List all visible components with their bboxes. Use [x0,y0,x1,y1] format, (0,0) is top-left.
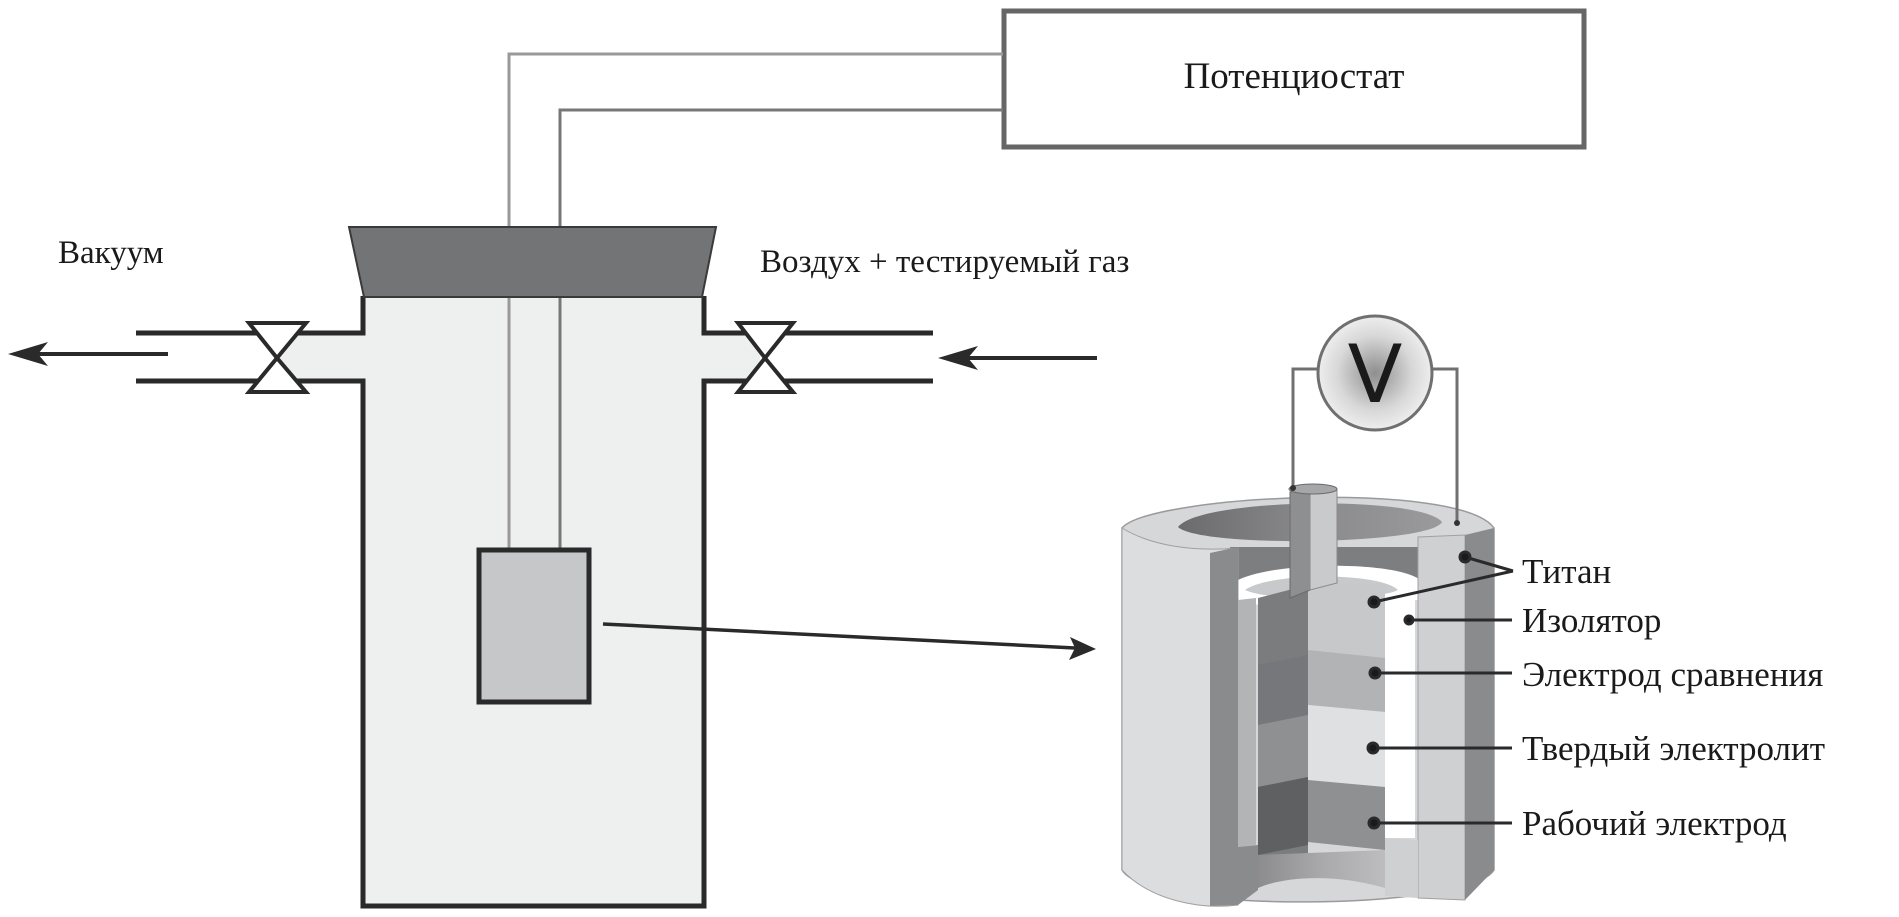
gas-inlet-label: Воздух + тестируемый газ [760,244,1129,280]
potentiostat-label: Потенциостат [1184,56,1405,97]
label-solid-electrolyte: Твердый электролит [1522,729,1825,768]
gas-inlet-arrow [938,346,1097,370]
leader-lines [1366,550,1514,830]
zoom-pointer-arrow [602,622,1096,660]
sensor-cross-section [1121,483,1495,907]
sensor-labels: Титан Изолятор Электрод сравнения Тверды… [1522,552,1825,843]
sensor-sample [476,547,592,705]
working-electrode-layer [1308,780,1385,850]
voltmeter-label: V [1348,328,1403,421]
reaction-vessel [136,226,933,909]
vessel-lid [347,226,718,298]
vacuum-valve[interactable] [244,321,311,394]
voltmeter-wire-left [1291,367,1318,488]
right-pipe-interior [700,334,760,381]
potentiostat: Потенциостат [1001,8,1587,150]
potentiostat-box [1001,8,1587,150]
label-titanium: Титан [1522,552,1611,591]
left-pipe-interior [278,334,368,381]
reference-electrode-layer [1308,650,1385,712]
label-working-electrode: Рабочий электрод [1522,804,1787,843]
vacuum-label: Вакуум [58,235,164,271]
solid-electrolyte-layer [1308,705,1385,787]
voltmeter: V [1290,314,1460,526]
vacuum-arrow [8,342,168,366]
gas-inlet-valve[interactable] [733,321,798,394]
voltmeter-icon [1316,314,1434,432]
label-reference-electrode: Электрод сравнения [1522,655,1823,694]
insulator-gap [1385,600,1415,838]
label-insulator: Изолятор [1522,601,1661,640]
voltmeter-wire-right [1432,367,1459,523]
